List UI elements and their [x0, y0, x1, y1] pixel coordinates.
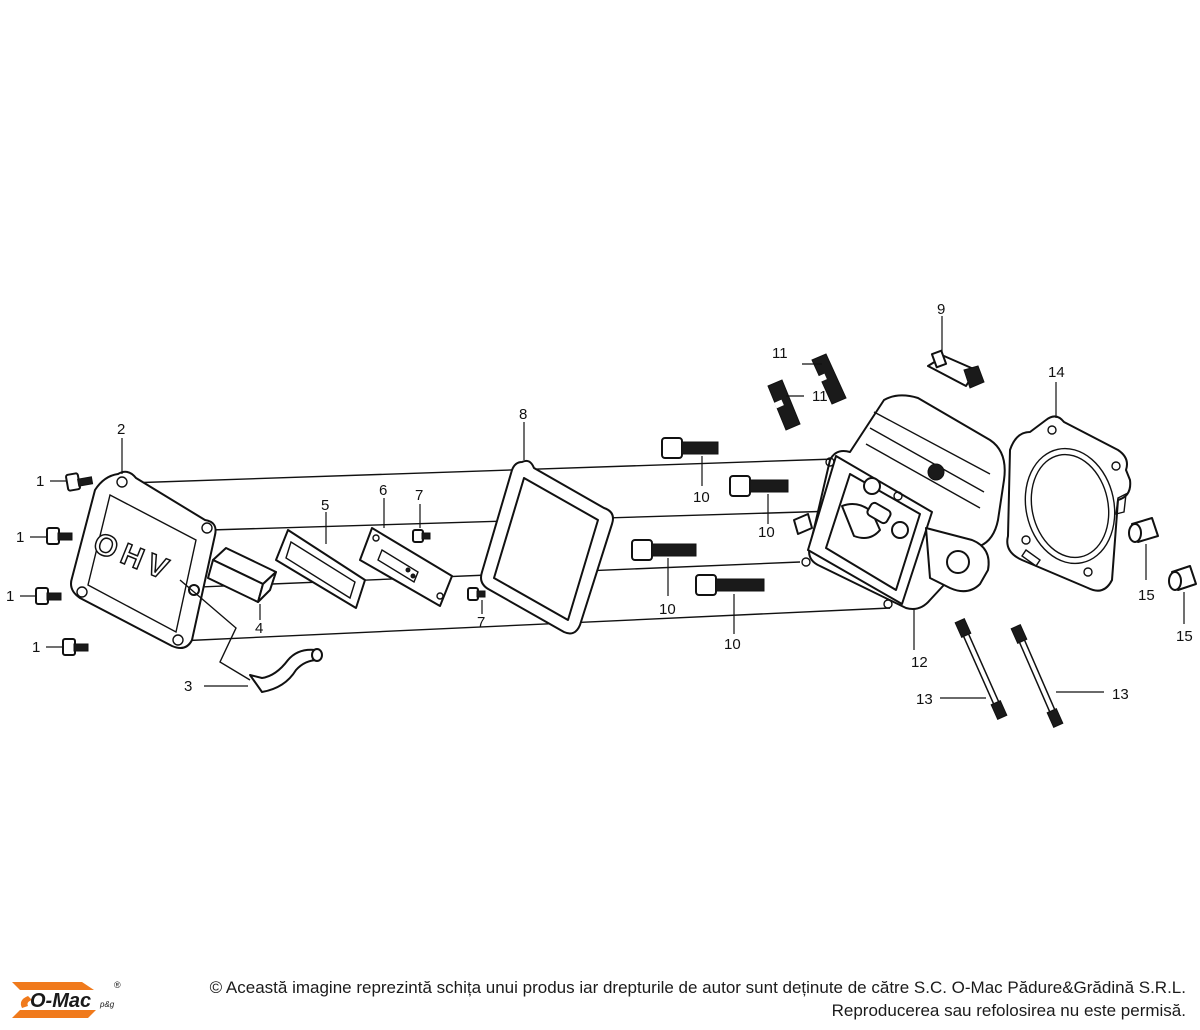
leader-lines: [20, 316, 1185, 699]
dowel-pin: [1168, 565, 1197, 591]
callout-10: 10: [659, 601, 676, 618]
stud: [811, 353, 847, 405]
spark-plug: [927, 349, 985, 389]
callout-3: 3: [184, 678, 192, 695]
copyright-notice: © Această imagine reprezintă schița unui…: [126, 976, 1186, 1022]
cover-bolt: [62, 638, 89, 656]
callout-11: 11: [772, 345, 788, 362]
callout-2: 2: [117, 421, 125, 438]
plate-screw: [467, 587, 486, 601]
callout-15: 15: [1138, 587, 1155, 604]
valve-cover: OHV: [70, 470, 217, 649]
callout-1: 1: [16, 529, 24, 546]
footer: O-Mac p&g ® © Această imagine reprezintă…: [0, 968, 1200, 1030]
callout-labels: 1 1 1 1 2 3 4 5 6 7 7 8 9 10 10 10 10 11…: [6, 301, 1193, 708]
stud: [767, 379, 801, 431]
head-bolt: [729, 475, 789, 497]
copyright-line-2: Reproducerea sau refolosirea nu este per…: [831, 1001, 1186, 1020]
breather-element: [207, 547, 277, 603]
cover-bolt: [35, 587, 62, 605]
logo-suffix: p&g: [99, 1000, 115, 1009]
callout-7: 7: [477, 614, 485, 631]
head-bolt: [631, 539, 697, 561]
breather-plate: [359, 527, 453, 607]
callout-1: 1: [36, 473, 44, 490]
plate-screw: [412, 529, 431, 543]
cylinder-head: [793, 394, 1006, 610]
logo-text: O-Mac: [30, 990, 91, 1012]
callout-9: 9: [937, 301, 945, 318]
callout-1: 1: [32, 639, 40, 656]
push-rod: [954, 617, 1008, 721]
logo-registered-mark: ®: [114, 980, 121, 990]
callout-10: 10: [724, 636, 741, 653]
exploded-parts-diagram: OHV: [6, 301, 1197, 729]
callout-15: 15: [1176, 628, 1193, 645]
callout-5: 5: [321, 497, 329, 514]
callout-14: 14: [1048, 364, 1065, 381]
head-gasket: [1006, 415, 1132, 592]
head-bolt: [661, 437, 719, 459]
callout-12: 12: [911, 654, 928, 671]
callout-7: 7: [415, 487, 423, 504]
callout-1: 1: [6, 588, 14, 605]
dowel-pin: [1128, 517, 1159, 543]
callout-13: 13: [1112, 686, 1129, 703]
breather-gasket: [275, 529, 366, 609]
callout-10: 10: [758, 524, 775, 541]
cover-gasket: [480, 459, 614, 635]
callout-11: 11: [812, 388, 828, 405]
copyright-line-1: © Această imagine reprezintă schița unui…: [209, 978, 1186, 997]
breather-hose: [179, 579, 323, 693]
callout-4: 4: [255, 620, 263, 637]
omac-logo: O-Mac p&g ®: [12, 980, 121, 1018]
head-bolt: [695, 574, 765, 596]
cover-bolt: [65, 472, 94, 492]
callout-10: 10: [693, 489, 710, 506]
push-rod: [1010, 623, 1064, 729]
cover-bolt: [46, 527, 73, 545]
callout-8: 8: [519, 406, 527, 423]
callout-6: 6: [379, 482, 387, 499]
callout-13: 13: [916, 691, 933, 708]
